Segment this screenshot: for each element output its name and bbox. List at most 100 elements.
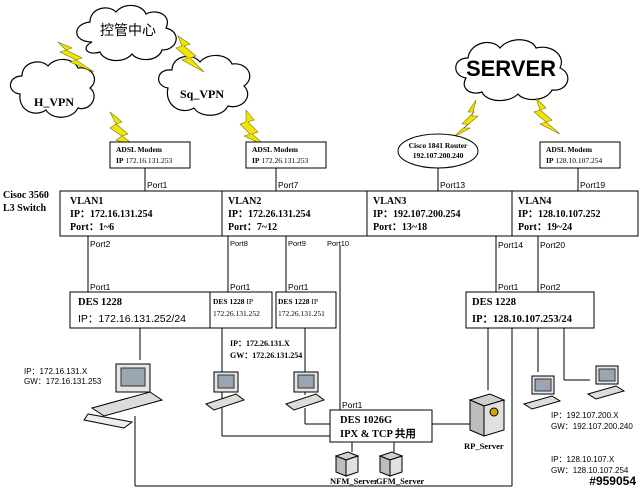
cloud-server: SERVER — [455, 39, 569, 102]
rp-server-label: RP_Server — [464, 441, 504, 451]
adsl-modem-3: ADSL Modem IP 128.10.107.254 — [539, 141, 621, 169]
svg-text:IP：128.10.107.252: IP：128.10.107.252 — [518, 209, 601, 220]
modem-ip: 172.16.131.253 — [125, 156, 172, 165]
port-label: Port8 — [230, 239, 248, 248]
port-label: Port2 — [540, 282, 561, 292]
svg-text:DES 1228: DES 1228 — [78, 297, 122, 308]
modem-title: ADSL Modem — [116, 145, 163, 154]
svg-text:IP：172.26.131.254: IP：172.26.131.254 — [228, 209, 311, 220]
port-label: Port1 — [498, 282, 519, 292]
cloud-server-label: SERVER — [466, 56, 556, 81]
svg-text:IP：172.16.131.252/24: IP：172.16.131.252/24 — [78, 313, 186, 325]
svg-text:VLAN2: VLAN2 — [228, 196, 261, 207]
svg-text:IPX & TCP 共用: IPX & TCP 共用 — [340, 427, 416, 440]
cloud-sq-vpn: Sq_VPN — [158, 54, 251, 116]
modem-title: ADSL Modem — [546, 145, 593, 154]
router-ip: 192.107.200.240 — [413, 151, 464, 160]
switch-type: L3 Switch — [3, 203, 47, 214]
des-1026g-switch: DES 1026G IPX & TCP 共用 — [329, 409, 433, 443]
gfm-server-label: GFM_Server — [376, 476, 424, 486]
nfm-server-label: NFM_Server — [330, 476, 378, 486]
cloud-sq-vpn-label: Sq_VPN — [180, 87, 224, 101]
rp-server-icon — [468, 393, 506, 437]
modem-ip-label: IP — [116, 156, 124, 165]
port-label: Port14 — [498, 240, 523, 250]
svg-text:172.26.131.252: 172.26.131.252 — [213, 309, 260, 318]
svg-text:172.26.131.251: 172.26.131.251 — [278, 309, 325, 318]
svg-text:IP：192.107.200.254: IP：192.107.200.254 — [373, 209, 461, 220]
cloud-h-vpn-label: H_VPN — [34, 95, 74, 109]
right-ip-note-2: IP：128.10.107.X — [551, 455, 615, 464]
svg-text:Port：1~6: Port：1~6 — [70, 222, 114, 233]
vlan1: VLAN1 IP：172.16.131.254 Port：1~6 — [70, 196, 153, 233]
port-label: Port1 — [230, 282, 251, 292]
svg-text:VLAN4: VLAN4 — [518, 196, 551, 207]
modem-ip-label: IP — [546, 156, 554, 165]
port-label: Port20 — [540, 240, 565, 250]
right-gw-note-2: GW：128.10.107.254 — [551, 466, 629, 475]
svg-text:Port：19~24: Port：19~24 — [518, 222, 572, 233]
port-label: Port19 — [580, 180, 605, 190]
port-label: Port2 — [90, 239, 111, 249]
port-label: Port1 — [342, 400, 363, 410]
pc-mid-1-icon — [204, 371, 246, 411]
vlan2: VLAN2 IP：172.26.131.254 Port：7~12 — [228, 196, 311, 233]
switch-model: Cisoc 3560 — [3, 190, 49, 201]
pc-right-2-icon — [586, 365, 626, 400]
svg-text:IP：128.10.107.253/24: IP：128.10.107.253/24 — [472, 314, 573, 325]
svg-text:Port：7~12: Port：7~12 — [228, 222, 277, 233]
svg-text:DES 1228 IP: DES 1228 IP — [213, 297, 253, 306]
svg-text:IP 128.10.107.254: IP 128.10.107.254 — [546, 156, 603, 165]
watermark: #959054 — [589, 474, 636, 488]
modem-ip: 128.10.107.254 — [555, 156, 602, 165]
cisco-router: Cisco 1841 Router 192.107.200.240 — [397, 133, 479, 169]
svg-text:Port：13~18: Port：13~18 — [373, 222, 427, 233]
modem-title: ADSL Modem — [252, 145, 299, 154]
lightning-icon — [451, 99, 479, 139]
router-title: Cisco 1841 Router — [409, 141, 468, 150]
lightning-icon — [57, 41, 95, 73]
left-gw-note: GW：172.16.131.253 — [24, 377, 102, 386]
cloud-control-center-label: 控管中心 — [100, 22, 156, 38]
mid-ip-note: IP：172.26.131.X — [230, 339, 290, 348]
des-1228-mid-2: DES 1228 IP 172.26.131.251 — [275, 291, 337, 329]
mid-gw-note: GW：172.26.131.254 — [230, 351, 302, 360]
svg-text:IP 172.26.131.253: IP 172.26.131.253 — [252, 156, 309, 165]
adsl-modem-2: ADSL Modem IP 172.26.131.253 — [245, 141, 327, 169]
vlan3: VLAN3 IP：192.107.200.254 Port：13~18 — [373, 196, 461, 233]
pc-mid-2-icon — [284, 371, 326, 411]
svg-text:DES 1228: DES 1228 — [472, 297, 516, 308]
modem-ip-label: IP — [252, 156, 260, 165]
port-label: Port9 — [288, 239, 306, 248]
port-label: Port1 — [147, 180, 168, 190]
left-ip-note: IP：172.16.131.X — [24, 367, 88, 376]
gfm-server-icon — [378, 451, 404, 477]
right-ip-note-1: IP：192.107.200.X — [551, 411, 619, 420]
lightning-icon — [533, 97, 561, 135]
cloud-control-center: 控管中心 — [76, 4, 177, 62]
modem-ip: 172.26.131.253 — [261, 156, 308, 165]
port-label: Port7 — [278, 180, 299, 190]
svg-text:VLAN1: VLAN1 — [70, 196, 103, 207]
svg-text:IP 172.16.131.253: IP 172.16.131.253 — [116, 156, 173, 165]
port-label: Port10 — [327, 239, 349, 248]
lightning-icon — [239, 109, 267, 147]
port-label: Port1 — [90, 282, 111, 292]
vlan4: VLAN4 IP：128.10.107.252 Port：19~24 — [518, 196, 601, 233]
svg-text:DES 1026G: DES 1026G — [340, 415, 392, 426]
lightning-icon — [175, 35, 205, 73]
cloud-h-vpn: H_VPN — [9, 58, 95, 118]
nfm-server-icon — [334, 451, 360, 477]
pc-left-icon — [83, 363, 164, 429]
right-gw-note-1: GW：192.107.200.240 — [551, 422, 633, 431]
pc-right-1-icon — [522, 375, 562, 410]
l3-switch — [59, 190, 639, 237]
port-label: Port1 — [288, 282, 309, 292]
svg-text:DES 1228 IP: DES 1228 IP — [278, 297, 318, 306]
port-label: Port13 — [440, 180, 465, 190]
svg-text:IP：172.16.131.254: IP：172.16.131.254 — [70, 209, 153, 220]
des-1228-right: DES 1228 IP：128.10.107.253/24 — [465, 291, 595, 329]
des-1228-mid-1: DES 1228 IP 172.26.131.252 — [209, 291, 273, 329]
svg-text:VLAN3: VLAN3 — [373, 196, 406, 207]
